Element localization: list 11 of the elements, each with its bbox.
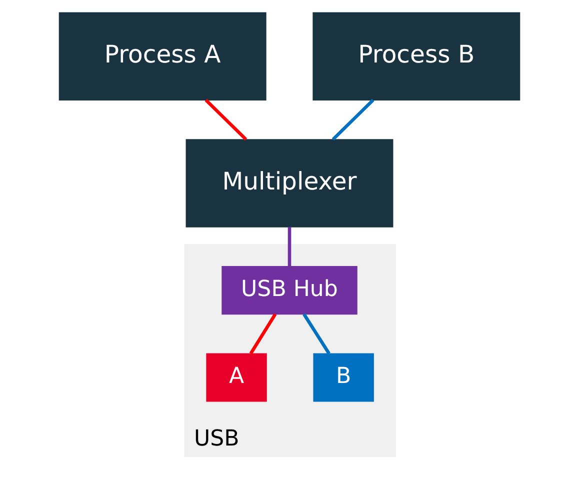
connector bbox=[302, 313, 330, 354]
node-box: Process A bbox=[58, 12, 266, 100]
connector bbox=[332, 98, 374, 141]
node-box: A bbox=[206, 353, 267, 402]
connector bbox=[204, 98, 248, 141]
node-box: Process B bbox=[312, 12, 520, 100]
node-box: B bbox=[313, 353, 374, 402]
node-box: Multiplexer bbox=[186, 139, 394, 228]
node-box: USB Hub bbox=[222, 266, 358, 315]
connector bbox=[288, 227, 292, 266]
connector bbox=[249, 313, 277, 354]
